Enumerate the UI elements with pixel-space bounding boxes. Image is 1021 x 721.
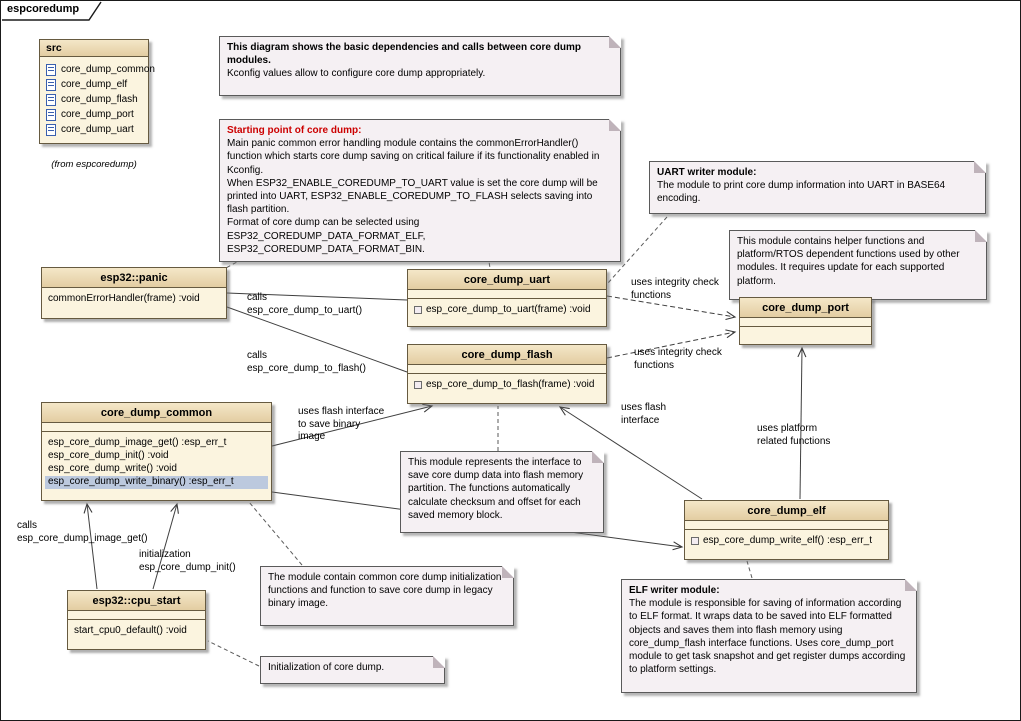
operation-esp-core-dump-image-get[interactable]: esp_core_dump_image_get() :esp_err_t [45,437,268,450]
package-item-label: core_dump_uart [61,124,134,135]
note-port-helper[interactable]: This module contains helper functions an… [729,230,987,300]
note-overview[interactable]: This diagram shows the basic dependencie… [219,36,621,96]
operation-icon [691,536,699,545]
edge-label-flash-save-binary: uses flash interface to save binary imag… [298,406,385,442]
package-body: core_dump_common core_dump_elf core_dump… [39,57,155,144]
note-port-helper-body: This module contains helper functions an… [737,236,960,287]
note-elf-writer[interactable]: ELF writer module: The module is respons… [621,579,917,693]
note-common-module[interactable]: The module contain common core dump init… [260,566,514,626]
class-core-dump-common[interactable]: core_dump_common esp_core_dump_image_get… [41,402,272,501]
class-esp32-cpu-start[interactable]: esp32::cpu_start start_cpu0_default() :v… [67,590,206,650]
operation-label: start_cpu0_default() :void [74,625,187,636]
class-core-dump-flash[interactable]: core_dump_flash esp_core_dump_to_flash(f… [407,344,607,404]
operations-compartment [740,327,871,334]
package-item-label: core_dump_flash [61,94,138,105]
package-src[interactable]: src core_dump_common core_dump_elf core_… [39,39,155,144]
note-overview-body: Kconfig values allow to configure core d… [227,68,486,80]
edge-label-platform-functions: uses platform related functions [757,423,831,447]
operation-label: esp_core_dump_to_flash(frame) :void [426,379,595,390]
package-item-core-dump-elf[interactable]: core_dump_elf [44,77,144,92]
operation-label: esp_core_dump_to_uart(frame) :void [426,304,591,315]
package-item-core-dump-common[interactable]: core_dump_common [44,62,155,77]
operation-label: commonErrorHandler(frame) :void [48,293,200,304]
edge-cpustart-common-imageget [83,502,98,590]
class-core-dump-port[interactable]: core_dump_port [739,297,872,345]
package-item-core-dump-uart[interactable]: core_dump_uart [44,122,144,137]
note-init-body: Initialization of core dump. [268,662,385,673]
operation-label: esp_core_dump_image_get() :esp_err_t [48,437,227,448]
package-item-core-dump-port[interactable]: core_dump_port [44,107,144,122]
note-common-module-body: The module contain common core dump init… [268,572,502,610]
class-title: esp32::panic [42,268,226,288]
file-icon [46,78,56,91]
note-flash-interface-body: This module represents the interface to … [408,457,584,521]
note-starting-point[interactable]: Starting point of core dump: Main panic … [219,118,621,262]
operation-icon [414,380,422,389]
operation-esp-core-dump-to-flash[interactable]: esp_core_dump_to_flash(frame) :void [411,379,603,392]
anchor-commonnote-common [248,501,303,566]
attributes-compartment [408,290,606,299]
edge-label-integrity-uart: uses integrity check functions [631,277,719,301]
package-item-core-dump-flash[interactable]: core_dump_flash [44,92,144,107]
package-item-label: core_dump_port [61,109,134,120]
edge-label-calls-to-flash: calls esp_core_dump_to_flash() [247,350,366,374]
operation-esp-core-dump-to-uart[interactable]: esp_core_dump_to_uart(frame) :void [411,304,603,317]
note-starting-point-body: Main panic common error handling module … [227,138,600,255]
class-title: esp32::cpu_start [68,591,205,611]
operation-label: esp_core_dump_write() :void [48,463,177,474]
file-icon [46,93,56,106]
class-title: core_dump_uart [408,270,606,290]
class-title: core_dump_port [740,298,871,318]
package-from-label: (from espcoredump) [51,159,137,170]
attributes-compartment [685,521,888,530]
diagram-title: espcoredump [7,3,80,15]
package-name: src [39,39,149,57]
edge-label-elf-flash: uses flash interface [621,402,667,426]
anchor-initnote-cpustart [207,640,260,667]
note-uart-writer-body: The module to print core dump informatio… [657,180,946,205]
note-overview-title: This diagram shows the basic dependencie… [227,42,581,67]
package-item-label: core_dump_common [61,64,155,75]
anchor-elfnote-elf [746,560,753,579]
operation-esp-core-dump-init[interactable]: esp_core_dump_init() :void [45,450,268,463]
note-uart-writer[interactable]: UART writer module: The module to print … [649,161,986,214]
operation-label: esp_core_dump_init() :void [48,450,169,461]
file-icon [46,108,56,121]
note-flash-interface[interactable]: This module represents the interface to … [400,451,604,533]
edge-label-calls-image-get: calls esp_core_dump_image_get() [17,520,148,544]
operation-icon [414,305,422,314]
operation-label: esp_core_dump_write_binary() :esp_err_t [48,476,234,487]
note-elf-writer-title: ELF writer module: [629,585,720,596]
operation-label: esp_core_dump_write_elf() :esp_err_t [703,535,872,546]
diagram-frame-tab: espcoredump [7,3,79,15]
edge-label-initialization: initialization esp_core_dump_init() [139,549,236,573]
class-title: core_dump_elf [685,501,888,521]
class-core-dump-elf[interactable]: core_dump_elf esp_core_dump_write_elf() … [684,500,889,560]
attributes-compartment [68,611,205,620]
class-title: core_dump_flash [408,345,606,365]
attributes-compartment [408,365,606,374]
class-core-dump-uart[interactable]: core_dump_uart esp_core_dump_to_uart(fra… [407,269,607,327]
operation-esp-core-dump-write-binary[interactable]: esp_core_dump_write_binary() :esp_err_t [45,476,268,489]
operation-esp-core-dump-write-elf[interactable]: esp_core_dump_write_elf() :esp_err_t [688,535,885,548]
file-icon [46,63,56,76]
edge-label-calls-to-uart: calls esp_core_dump_to_uart() [247,292,363,316]
class-esp32-panic[interactable]: esp32::panic commonErrorHandler(frame) :… [41,267,227,319]
note-elf-writer-body: The module is responsible for saving of … [629,598,906,676]
note-init[interactable]: Initialization of core dump. [260,656,445,684]
note-uart-writer-title: UART writer module: [657,167,757,178]
attributes-compartment [42,423,271,432]
class-title: core_dump_common [42,403,271,423]
file-icon [46,123,56,136]
edge-cpustart-common-init [152,502,179,590]
edge-label-integrity-flash: uses integrity check functions [634,347,722,371]
operation-esp-core-dump-write[interactable]: esp_core_dump_write() :void [45,463,268,476]
note-starting-point-title: Starting point of core dump: [227,125,362,136]
operation-start-cpu0-default[interactable]: start_cpu0_default() :void [71,625,202,638]
operation-commonErrorHandler[interactable]: commonErrorHandler(frame) :void [45,293,223,306]
package-item-label: core_dump_elf [61,79,128,90]
attributes-compartment [740,318,871,327]
